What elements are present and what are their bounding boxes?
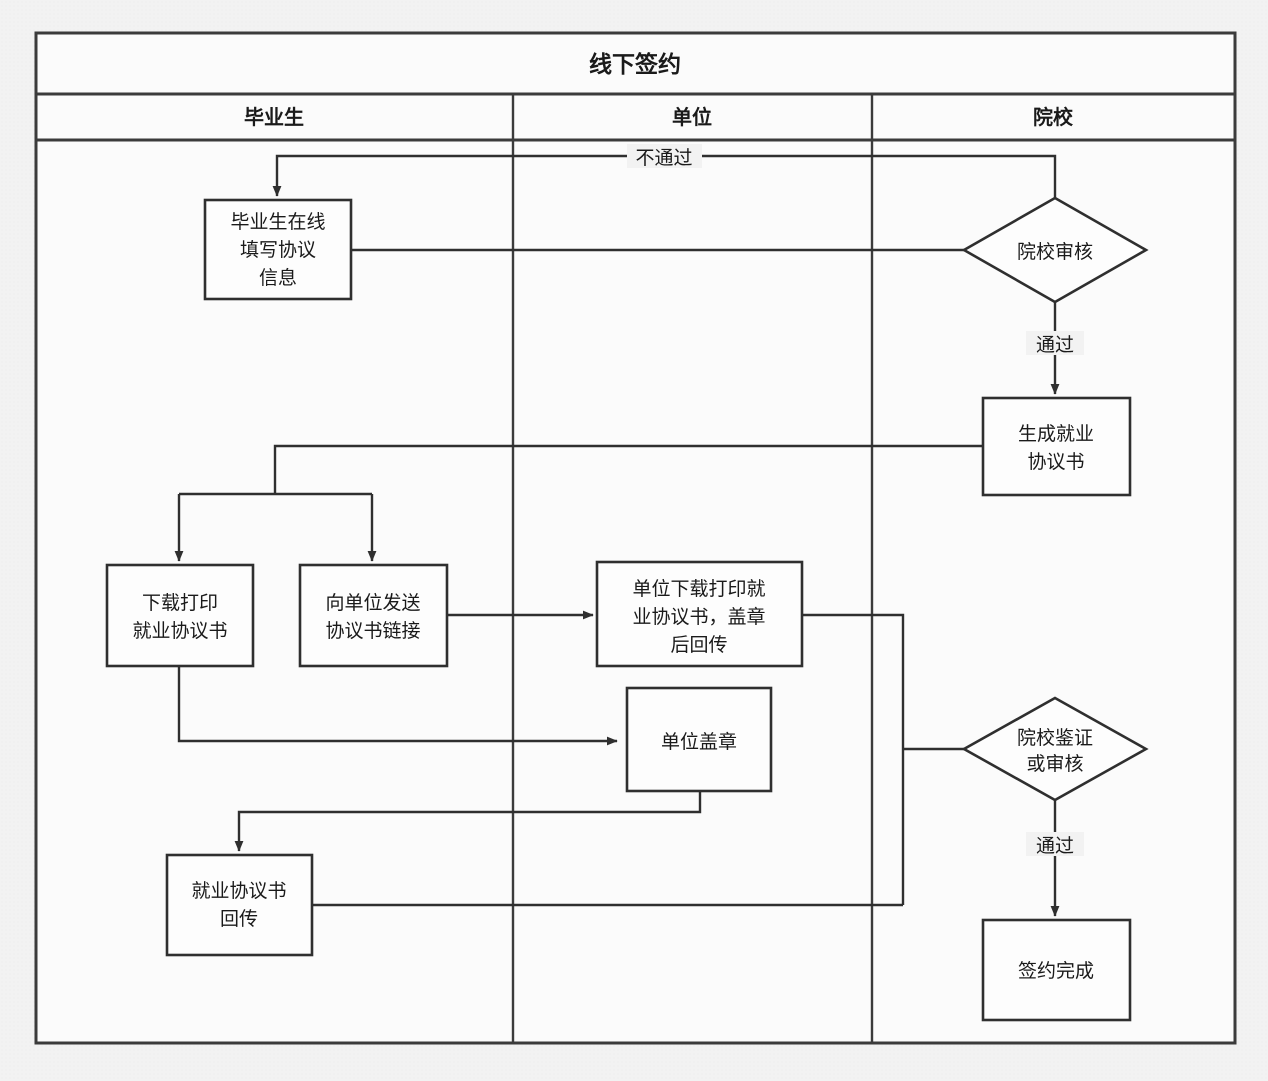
edge-label-pass-review: 通过 (1036, 334, 1074, 356)
node-employer-stamp[interactable]: 单位盖章 (625, 686, 773, 793)
node-fill-agreement-info-line1: 毕业生在线 (230, 211, 325, 233)
node-send-agreement-link[interactable]: 向单位发送 协议书链接 (298, 563, 449, 668)
node-generate-agreement-line1: 生成就业 (1018, 423, 1094, 445)
node-school-verify-line2: 或审核 (1026, 753, 1083, 775)
edge-label-pass-review-group: 通过 (1026, 331, 1084, 356)
edge-employer-download-to-junction (802, 613, 905, 905)
node-send-agreement-link-line1: 向单位发送 (325, 592, 420, 614)
node-employer-stamp-label: 单位盖章 (661, 731, 737, 753)
node-fill-agreement-info-line3: 信息 (259, 267, 297, 289)
node-send-agreement-link-line2: 协议书链接 (325, 620, 420, 642)
node-school-review-label: 院校审核 (1017, 241, 1093, 263)
edge-label-reject-top: 不通过 (635, 147, 692, 169)
edge-label-pass-verify-group: 通过 (1026, 832, 1084, 857)
edge-generate-to-split (273, 444, 983, 494)
node-generate-agreement[interactable]: 生成就业 协议书 (981, 396, 1132, 497)
edge-label-pass-verify: 通过 (1036, 835, 1074, 857)
node-school-verify-or-review[interactable]: 院校鉴证 或审核 (961, 696, 1149, 802)
node-employer-download-line1: 单位下载打印就 (632, 578, 765, 600)
node-download-print-agreement-line1: 下载打印 (142, 592, 218, 614)
edge-download-to-stamp (177, 666, 618, 746)
node-signing-complete[interactable]: 签约完成 (981, 918, 1132, 1022)
diagram-title: 线下签约 (589, 51, 681, 77)
node-fill-agreement-info[interactable]: 毕业生在线 填写协议 信息 (203, 198, 353, 301)
node-signing-complete-label: 签约完成 (1018, 960, 1094, 982)
node-return-agreement-line1: 就业协议书 (191, 880, 286, 902)
node-download-print-agreement[interactable]: 下载打印 就业协议书 (105, 563, 255, 668)
node-return-agreement[interactable]: 就业协议书 回传 (165, 853, 314, 957)
edge-label-reject-top-group: 不通过 (627, 144, 702, 169)
lane-header-graduate: 毕业生 (244, 106, 304, 129)
node-return-agreement-line2: 回传 (220, 908, 258, 930)
lane-header-school: 院校 (1033, 105, 1074, 129)
node-employer-download-line3: 后回传 (670, 634, 727, 656)
lane-header-employer: 单位 (672, 105, 712, 129)
node-generate-agreement-line2: 协议书 (1027, 451, 1084, 473)
node-download-print-agreement-line2: 就业协议书 (132, 620, 227, 642)
node-employer-download-line2: 业协议书，盖章 (632, 606, 765, 628)
node-school-verify-line1: 院校鉴证 (1017, 727, 1093, 749)
node-school-review[interactable]: 院校审核 (961, 196, 1149, 304)
edge-stamp-to-return (234, 791, 702, 852)
node-employer-download-print-stamp-return[interactable]: 单位下载打印就 业协议书，盖章 后回传 (595, 560, 804, 668)
node-fill-agreement-info-line2: 填写协议 (240, 239, 316, 261)
